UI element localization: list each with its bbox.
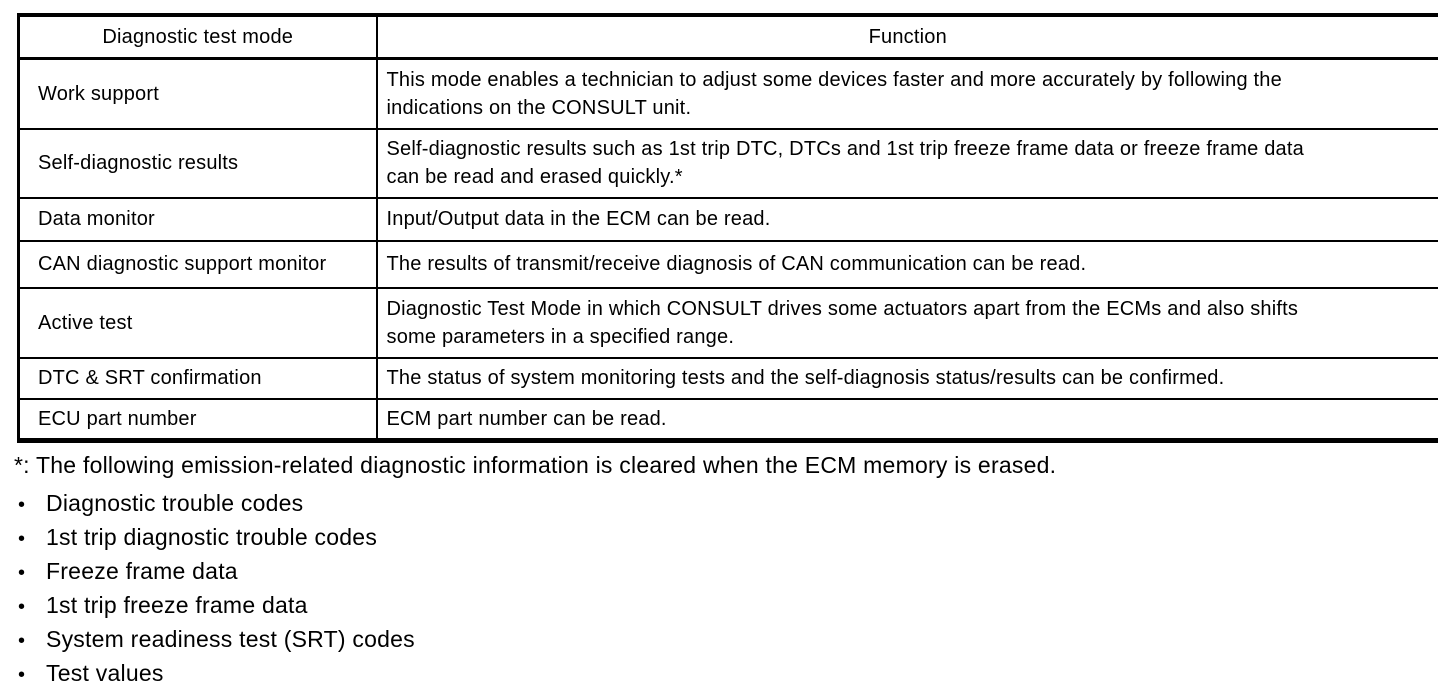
list-item-label: System readiness test (SRT) codes <box>46 626 415 652</box>
mode-cell: Self-diagnostic results <box>18 128 378 199</box>
footnote-bullet-list: • Diagnostic trouble codes • 1st trip diag… <box>0 487 1456 686</box>
footnote: *: The following emission-related diagno… <box>14 452 1057 478</box>
function-cell: The status of system monitoring tests an… <box>376 357 1438 400</box>
list-item: • 1st trip diagnostic trouble codes <box>18 521 1456 555</box>
function-cell: Self-diagnostic results such as 1st trip… <box>376 128 1438 199</box>
bullet-icon: • <box>18 494 26 516</box>
table-row-ecu-part-number: ECU part number ECM part number can be r… <box>18 398 1438 442</box>
table-row-active-test: Active test Diagnostic Test Mode in whic… <box>18 287 1438 359</box>
bullet-icon: • <box>18 664 26 686</box>
bullet-icon: • <box>18 596 26 618</box>
mode-cell: CAN diagnostic support monitor <box>18 240 378 289</box>
mode-cell: ECU part number <box>18 398 378 442</box>
mode-cell: Data monitor <box>18 197 378 242</box>
list-item-label: 1st trip diagnostic trouble codes <box>46 524 378 550</box>
list-item: • Test values <box>18 657 1456 686</box>
list-item: • Diagnostic trouble codes <box>18 487 1456 521</box>
function-cell: ECM part number can be read. <box>376 398 1438 442</box>
list-item-label: Diagnostic trouble codes <box>46 490 304 516</box>
table-row-can-diagnostic-support-monitor: CAN diagnostic support monitor The resul… <box>18 240 1438 289</box>
list-item-label: Freeze frame data <box>46 558 238 584</box>
column-header-diagnostic-test-mode: Diagnostic test mode <box>18 15 378 60</box>
table-row-work-support: Work support This mode enables a technic… <box>18 58 1438 130</box>
table-row-self-diagnostic-results: Self-diagnostic results Self-diagnostic … <box>18 128 1438 199</box>
diagnostic-test-mode-table: Diagnostic test mode Function Work suppo… <box>17 13 1438 443</box>
function-cell: The results of transmit/receive diagnosi… <box>376 240 1438 289</box>
mode-cell: Active test <box>18 287 378 359</box>
list-item-label: 1st trip freeze frame data <box>46 592 308 618</box>
list-item: • System readiness test (SRT) codes <box>18 623 1456 657</box>
bullet-icon: • <box>18 562 26 584</box>
list-item: • 1st trip freeze frame data <box>18 589 1456 623</box>
function-cell: This mode enables a technician to adjust… <box>376 58 1438 130</box>
mode-cell: DTC & SRT confirmation <box>18 357 378 400</box>
function-cell: Diagnostic Test Mode in which CONSULT dr… <box>376 287 1438 359</box>
column-header-function: Function <box>376 15 1438 60</box>
list-item-label: Test values <box>46 660 164 686</box>
list-item: • Freeze frame data <box>18 555 1456 589</box>
document-page: Diagnostic test mode Function Work suppo… <box>0 13 1456 686</box>
function-cell: Input/Output data in the ECM can be read… <box>376 197 1438 242</box>
table-row-dtc-srt-confirmation: DTC & SRT confirmation The status of sys… <box>18 357 1438 400</box>
mode-cell: Work support <box>18 58 378 130</box>
bullet-icon: • <box>18 630 26 652</box>
bullet-icon: • <box>18 528 26 550</box>
table-row-data-monitor: Data monitor Input/Output data in the EC… <box>18 197 1438 242</box>
table-header-row: Diagnostic test mode Function <box>18 15 1438 60</box>
